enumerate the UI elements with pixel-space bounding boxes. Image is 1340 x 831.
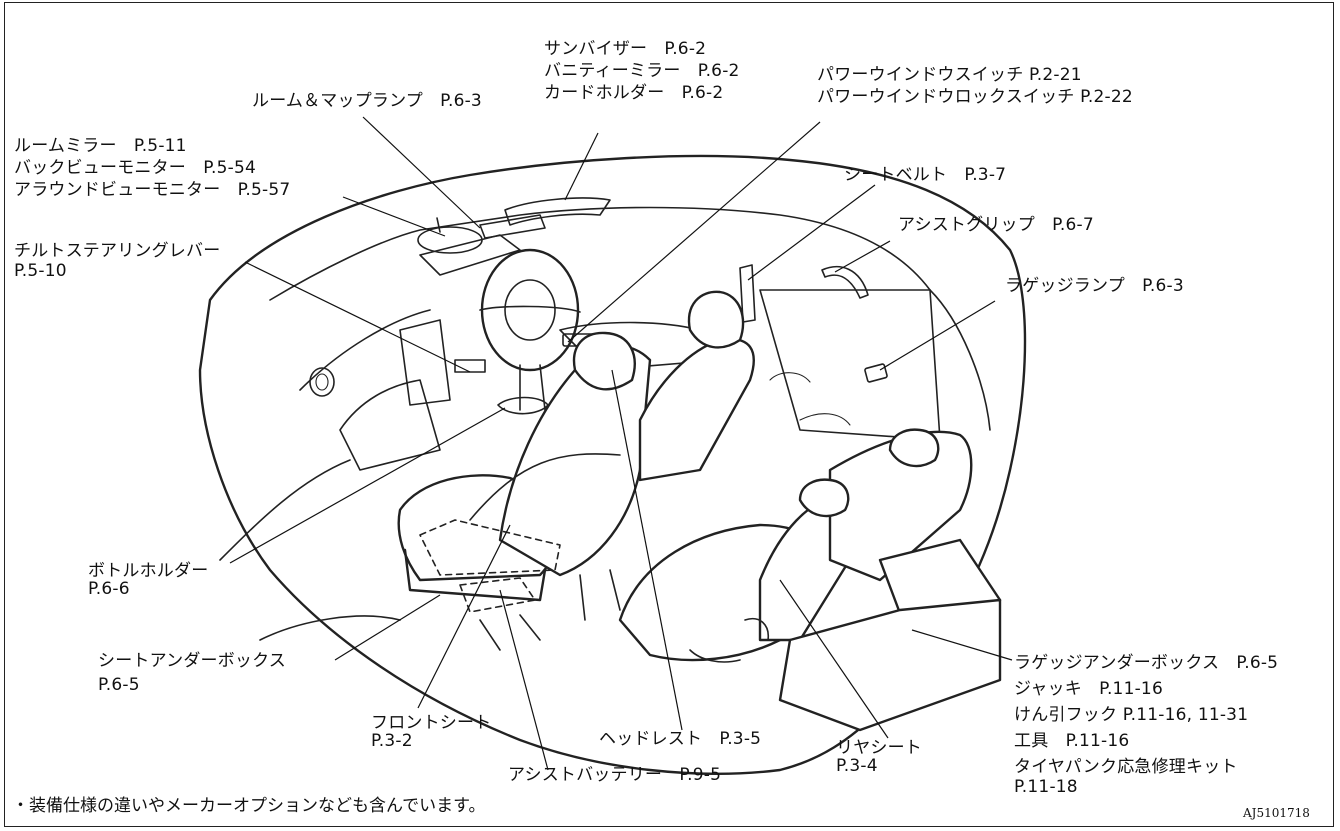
label-front-seat: フロントシート P.3-2 [371, 712, 491, 752]
label-line: シートベルト P.3-7 [844, 165, 1007, 185]
label-line: ヘッドレスト P.3-5 [599, 729, 762, 749]
label-line: アシストバッテリー P.9-5 [508, 765, 722, 785]
label-line: P.11-18 [1014, 777, 1078, 797]
label-line: ラゲッジアンダーボックス P.6-5 [1014, 653, 1279, 673]
label-luggage-under-box: ラゲッジアンダーボックス P.6-5 ジャッキ P.11-16 けん引フック P… [1014, 652, 1278, 798]
label-assist-battery: アシストバッテリー P.9-5 [508, 764, 721, 786]
label-room-mirror: ルームミラー P.5-11 バックビューモニター P.5-54 アラウンドビュー… [14, 135, 290, 201]
figure-code: AJ5101718 [1243, 806, 1310, 820]
label-seat-under-box: シートアンダーボックス P.6-5 [98, 650, 286, 696]
label-assist-grip: アシストグリップ P.6-7 [898, 214, 1094, 236]
label-line: パワーウインドウロックスイッチ P.2-22 [817, 87, 1133, 107]
footnote: ・装備仕様の違いやメーカーオプションなども含んでいます。 [12, 796, 486, 816]
label-line: パワーウインドウスイッチ P.2-21 [817, 65, 1082, 85]
label-line: ラゲッジランプ P.6-3 [1005, 276, 1184, 296]
label-line: ジャッキ P.11-16 [1014, 679, 1163, 699]
label-headrest: ヘッドレスト P.3-5 [599, 728, 761, 750]
label-line: P.3-2 [371, 731, 413, 751]
label-seat-belt: シートベルト P.3-7 [844, 164, 1006, 186]
label-line: P.6-5 [98, 675, 140, 695]
label-line: タイヤパンク応急修理キット [1014, 757, 1238, 777]
label-line: バックビューモニター P.5-54 [14, 158, 256, 178]
label-line: アラウンドビューモニター P.5-57 [14, 180, 291, 200]
label-luggage-lamp: ラゲッジランプ P.6-3 [1005, 275, 1184, 297]
label-line: ルーム＆マップランプ P.6-3 [252, 91, 482, 111]
label-bottle-holder: ボトルホルダー P.6-6 [88, 560, 208, 600]
rear-seats [618, 428, 1002, 732]
label-line: バニティーミラー P.6-2 [544, 61, 740, 81]
label-line: 工具 P.11-16 [1014, 731, 1130, 751]
label-line: フロントシート [371, 713, 492, 733]
label-line: アシストグリップ P.6-7 [898, 215, 1094, 235]
label-line: リヤシート [836, 738, 922, 758]
label-line: サンバイザー P.6-2 [544, 39, 707, 59]
label-line: P.5-10 [14, 261, 67, 281]
label-line: チルトステアリングレバー [14, 241, 221, 261]
label-sun-visor: サンバイザー P.6-2 バニティーミラー P.6-2 カードホルダー P.6-… [544, 38, 740, 104]
label-power-window-switch: パワーウインドウスイッチ P.2-21 パワーウインドウロックスイッチ P.2-… [817, 64, 1133, 108]
figure-frame [4, 2, 1334, 827]
label-tilt-steering-lever: チルトステアリングレバー P.5-10 [14, 240, 220, 282]
front-seats [397, 290, 755, 651]
label-rear-seat: リヤシート P.3-4 [836, 737, 922, 777]
label-line: P.6-6 [88, 579, 130, 599]
label-line: P.3-4 [836, 756, 878, 776]
label-line: シートアンダーボックス [98, 651, 287, 671]
label-room-map-lamp: ルーム＆マップランプ P.6-3 [252, 90, 482, 112]
roof-items [417, 197, 888, 383]
label-line: ルームミラー P.5-11 [14, 136, 187, 156]
label-line: カードホルダー P.6-2 [544, 83, 724, 103]
label-line: ボトルホルダー [88, 561, 209, 581]
label-line: けん引フック P.11-16, 11-31 [1014, 705, 1249, 725]
leader-lines [229, 116, 1013, 771]
